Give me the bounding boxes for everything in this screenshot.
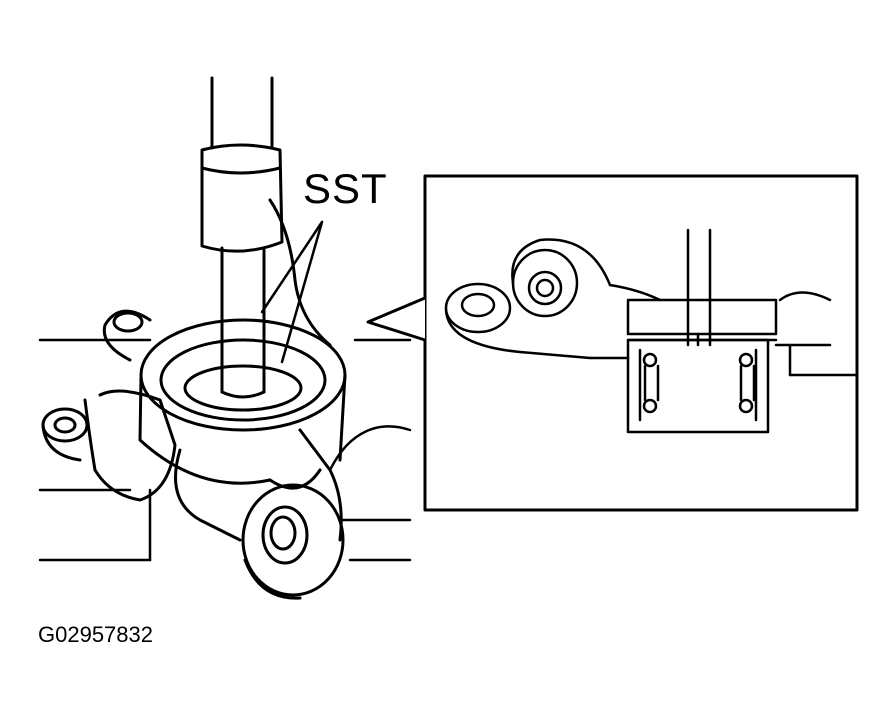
detail-inset-content xyxy=(444,228,859,434)
sst-leader-lines xyxy=(260,220,324,364)
detail-inset-box xyxy=(366,174,859,512)
sst-sleeve xyxy=(200,143,284,253)
lower-mount-eye xyxy=(241,483,345,600)
sst-rod xyxy=(220,246,266,399)
knuckle-bore xyxy=(138,318,347,485)
steering-arm xyxy=(41,389,177,502)
support-frame xyxy=(38,338,412,562)
press-shaft xyxy=(210,76,274,150)
sst-callout-label: SST xyxy=(303,165,388,212)
figure-id: G02957832 xyxy=(38,622,153,647)
knuckle-body xyxy=(102,198,343,542)
